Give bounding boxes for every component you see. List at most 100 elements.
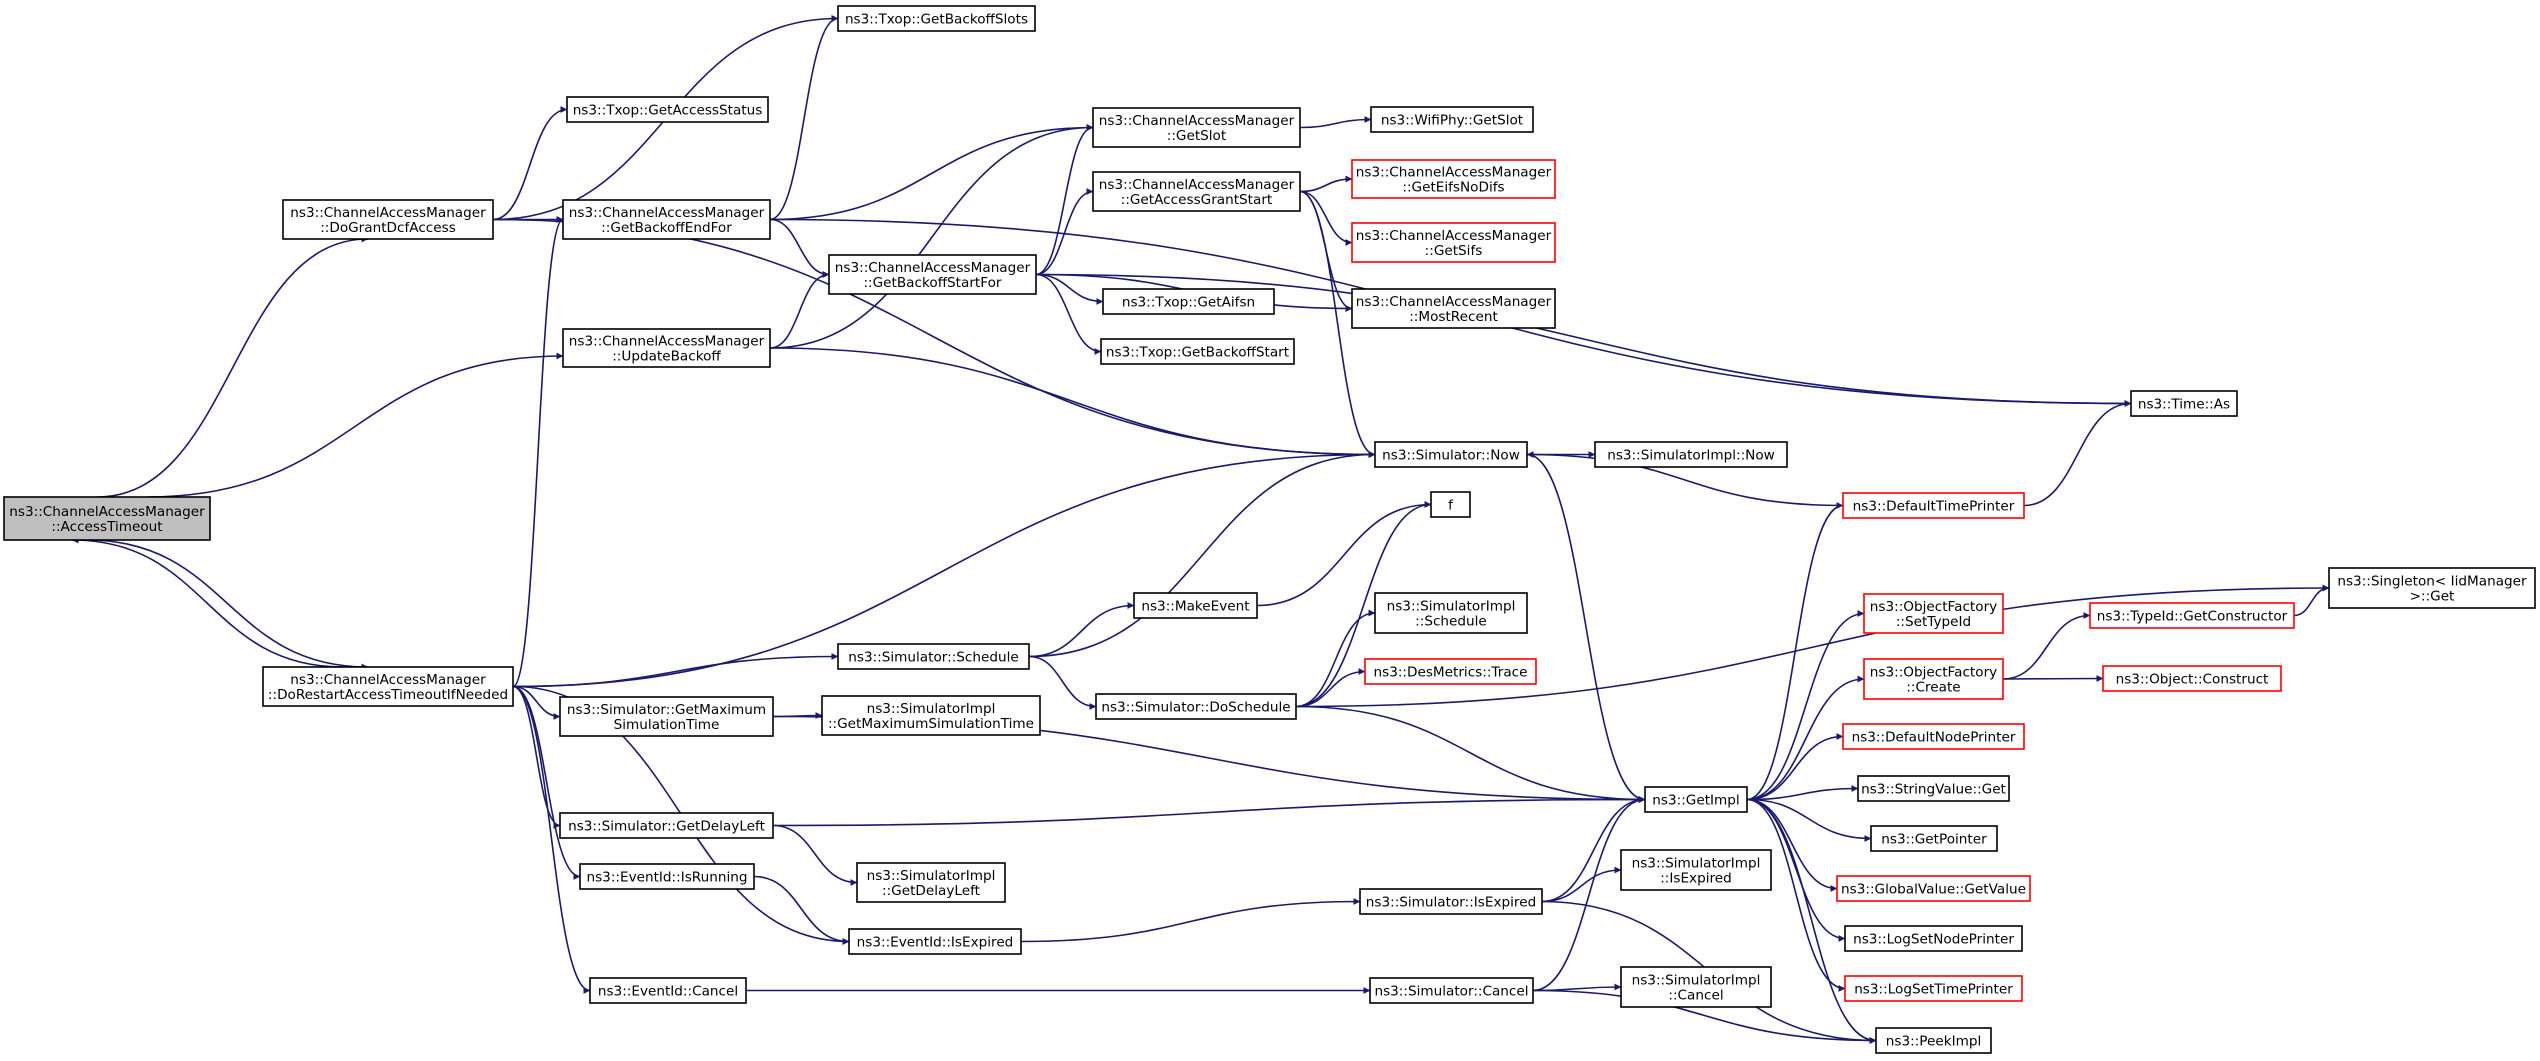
- node-sim-impl-schedule[interactable]: ns3::SimulatorImpl::Schedule: [1374, 592, 1528, 634]
- node-obj-factory-create[interactable]: ns3::ObjectFactory::Create: [1863, 658, 2004, 700]
- node-box[interactable]: [559, 696, 774, 737]
- node-get-backoff-end-for[interactable]: ns3::ChannelAccessManager::GetBackoffEnd…: [562, 199, 771, 240]
- node-get-impl[interactable]: ns3::GetImpl: [1644, 786, 1748, 813]
- node-obj-factory-set-type-id[interactable]: ns3::ObjectFactory::SetTypeId: [1863, 593, 2004, 634]
- node-box[interactable]: [1092, 107, 1301, 148]
- node-get-slot[interactable]: ns3::ChannelAccessManager::GetSlot: [1092, 107, 1301, 148]
- node-sim-get-max-time[interactable]: ns3::Simulator::GetMaximumSimulationTime: [559, 696, 774, 737]
- node-sim-schedule[interactable]: ns3::Simulator::Schedule: [837, 643, 1030, 670]
- node-event-id-cancel[interactable]: ns3::EventId::Cancel: [589, 977, 747, 1004]
- node-f[interactable]: f: [1430, 491, 1471, 518]
- node-box[interactable]: [562, 199, 771, 240]
- node-box[interactable]: [856, 862, 1006, 903]
- node-box[interactable]: [848, 928, 1022, 955]
- node-box[interactable]: [828, 254, 1037, 295]
- node-sim-do-schedule[interactable]: ns3::Simulator::DoSchedule: [1095, 693, 1297, 720]
- node-box[interactable]: [262, 666, 514, 707]
- node-access-timeout[interactable]: ns3::ChannelAccessManager::AccessTimeout: [3, 496, 211, 541]
- node-sim-get-delay-left[interactable]: ns3::Simulator::GetDelayLeft: [559, 812, 774, 839]
- node-box[interactable]: [1351, 288, 1556, 329]
- node-box[interactable]: [1844, 975, 2023, 1002]
- node-box[interactable]: [3, 496, 211, 541]
- node-singleton-get[interactable]: ns3::Singleton< IidManager >::Get: [2328, 567, 2536, 609]
- node-get-backoff-start-for[interactable]: ns3::ChannelAccessManager::GetBackoffSta…: [828, 254, 1037, 295]
- node-get-pointer[interactable]: ns3::GetPointer: [1870, 825, 1998, 852]
- node-box[interactable]: [1844, 925, 2023, 952]
- node-box[interactable]: [1351, 159, 1556, 199]
- node-box[interactable]: [1133, 592, 1258, 619]
- node-global-value-get-value[interactable]: ns3::GlobalValue::GetValue: [1836, 875, 2031, 902]
- node-txop-get-aifsn[interactable]: ns3::Txop::GetAifsn: [1102, 288, 1275, 315]
- node-get-sifs[interactable]: ns3::ChannelAccessManager::GetSifs: [1351, 222, 1556, 263]
- node-box[interactable]: [837, 5, 1036, 32]
- node-sim-impl-now[interactable]: ns3::SimulatorImpl::Now: [1594, 441, 1788, 468]
- node-box[interactable]: [1842, 492, 2025, 519]
- node-box[interactable]: [1594, 441, 1788, 468]
- node-box[interactable]: [2328, 567, 2536, 609]
- node-sim-impl-get-max-time[interactable]: ns3::SimulatorImpl::GetMaximumSimulation…: [821, 695, 1041, 736]
- node-do-grant-dcf-access[interactable]: ns3::ChannelAccessManager::DoGrantDcfAcc…: [282, 199, 494, 240]
- node-default-time-printer[interactable]: ns3::DefaultTimePrinter: [1842, 492, 2025, 519]
- node-box[interactable]: [1359, 888, 1543, 915]
- node-box[interactable]: [1875, 1027, 1992, 1054]
- node-box[interactable]: [1370, 106, 1534, 133]
- node-most-recent[interactable]: ns3::ChannelAccessManager::MostRecent: [1351, 288, 1556, 329]
- node-box[interactable]: [1100, 338, 1295, 365]
- node-box[interactable]: [1092, 171, 1301, 212]
- node-box[interactable]: [1364, 658, 1537, 685]
- node-event-id-is-expired[interactable]: ns3::EventId::IsExpired: [848, 928, 1022, 955]
- node-box[interactable]: [566, 96, 769, 123]
- node-sim-impl-is-expired[interactable]: ns3::SimulatorImpl::IsExpired: [1620, 849, 1772, 891]
- node-wifi-phy-get-slot[interactable]: ns3::WifiPhy::GetSlot: [1370, 106, 1534, 133]
- node-box[interactable]: [1620, 849, 1772, 891]
- node-box[interactable]: [1836, 875, 2031, 902]
- node-update-backoff[interactable]: ns3::ChannelAccessManager::UpdateBackoff: [562, 328, 771, 368]
- node-box[interactable]: [1863, 658, 2004, 700]
- node-box[interactable]: [1870, 825, 1998, 852]
- node-box[interactable]: [1430, 491, 1471, 518]
- node-box[interactable]: [1374, 592, 1528, 634]
- node-des-metrics-trace[interactable]: ns3::DesMetrics::Trace: [1364, 658, 1537, 685]
- node-box[interactable]: [1102, 288, 1275, 315]
- node-peek-impl[interactable]: ns3::PeekImpl: [1875, 1027, 1992, 1054]
- node-get-access-grant-start[interactable]: ns3::ChannelAccessManager::GetAccessGran…: [1092, 171, 1301, 212]
- node-box[interactable]: [559, 812, 774, 839]
- node-box[interactable]: [562, 328, 771, 368]
- node-sim-is-expired[interactable]: ns3::Simulator::IsExpired: [1359, 888, 1543, 915]
- node-log-set-time-printer[interactable]: ns3::LogSetTimePrinter: [1844, 975, 2023, 1002]
- node-box[interactable]: [837, 643, 1030, 670]
- node-log-set-node-printer[interactable]: ns3::LogSetNodePrinter: [1844, 925, 2023, 952]
- node-box[interactable]: [1374, 441, 1528, 468]
- node-box[interactable]: [1842, 723, 2025, 750]
- node-time-as[interactable]: ns3::Time::As: [2130, 390, 2238, 417]
- node-type-id-get-constructor[interactable]: ns3::TypeId::GetConstructor: [2089, 602, 2295, 629]
- node-box[interactable]: [1863, 593, 2004, 634]
- node-box[interactable]: [2130, 390, 2238, 417]
- node-box[interactable]: [282, 199, 494, 240]
- node-box[interactable]: [821, 695, 1041, 736]
- node-default-node-printer[interactable]: ns3::DefaultNodePrinter: [1842, 723, 2025, 750]
- node-txop-get-backoff-start[interactable]: ns3::Txop::GetBackoffStart: [1100, 338, 1295, 365]
- node-get-eifs-no-difs[interactable]: ns3::ChannelAccessManager::GetEifsNoDifs: [1351, 159, 1556, 199]
- node-txop-get-backoff-slots[interactable]: ns3::Txop::GetBackoffSlots: [837, 5, 1036, 32]
- node-sim-impl-get-delay-left[interactable]: ns3::SimulatorImpl::GetDelayLeft: [856, 862, 1006, 903]
- node-sim-now[interactable]: ns3::Simulator::Now: [1374, 441, 1528, 468]
- node-box[interactable]: [1644, 786, 1748, 813]
- node-do-restart[interactable]: ns3::ChannelAccessManager::DoRestartAcce…: [262, 666, 514, 707]
- node-event-id-is-running[interactable]: ns3::EventId::IsRunning: [579, 863, 755, 890]
- node-box[interactable]: [2089, 602, 2295, 629]
- node-box[interactable]: [1351, 222, 1556, 263]
- node-box[interactable]: [1857, 775, 2010, 802]
- node-box[interactable]: [2102, 665, 2282, 692]
- node-box[interactable]: [589, 977, 747, 1004]
- node-make-event[interactable]: ns3::MakeEvent: [1133, 592, 1258, 619]
- node-box[interactable]: [579, 863, 755, 890]
- node-string-value-get[interactable]: ns3::StringValue::Get: [1857, 775, 2010, 802]
- node-box[interactable]: [1095, 693, 1297, 720]
- node-box[interactable]: [1620, 966, 1772, 1008]
- node-box[interactable]: [1369, 977, 1534, 1004]
- node-sim-cancel[interactable]: ns3::Simulator::Cancel: [1369, 977, 1534, 1004]
- node-sim-impl-cancel[interactable]: ns3::SimulatorImpl::Cancel: [1620, 966, 1772, 1008]
- node-txop-get-access-status[interactable]: ns3::Txop::GetAccessStatus: [566, 96, 769, 123]
- node-object-construct[interactable]: ns3::Object::Construct: [2102, 665, 2282, 692]
